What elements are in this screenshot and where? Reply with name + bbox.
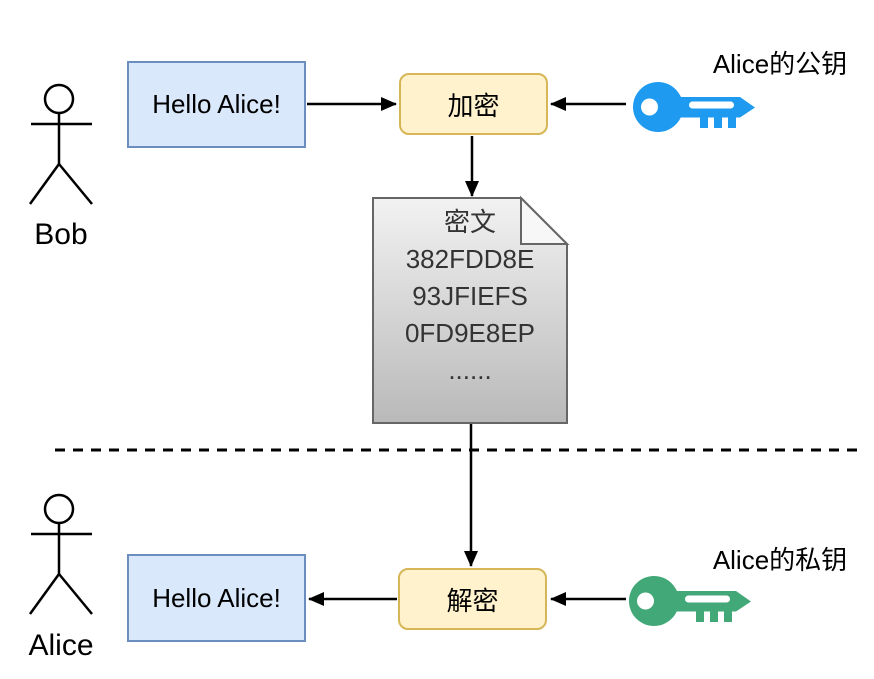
private-key-shape <box>629 576 751 626</box>
sender-name-label: Bob <box>34 218 88 251</box>
receiver-name-label: Alice <box>28 629 94 662</box>
document-fold-corner <box>520 195 570 245</box>
plaintext-text-bottom: Hello Alice! <box>152 582 281 613</box>
ciphertext-title: 密文 <box>443 207 496 237</box>
decrypt-label: 解密 <box>446 585 499 616</box>
ciphertext-line: 382FDD8E <box>405 244 535 274</box>
ciphertext-line: 93JFIEFS <box>412 281 528 311</box>
sender-stick-figure-icon <box>28 83 93 205</box>
receiver-stick-figure-icon <box>28 493 93 615</box>
private-key-icon <box>629 576 751 626</box>
encrypt-box: 加密 <box>399 73 548 135</box>
ciphertext-text-block: 密文 382FDD8E 93JFIEFS 0FD9E8EP ...... <box>375 204 565 389</box>
public-key-icon <box>633 82 755 132</box>
ciphertext-document-icon <box>372 197 568 424</box>
public-key-shape <box>633 82 755 132</box>
ciphertext-line: 0FD9E8EP <box>404 318 536 348</box>
plaintext-box-bottom: Hello Alice! <box>127 554 306 642</box>
public-key-label: Alice的公钥 <box>712 49 848 79</box>
plaintext-box-top: Hello Alice! <box>127 61 306 148</box>
decrypt-box: 解密 <box>398 568 547 630</box>
encrypt-label: 加密 <box>447 90 500 121</box>
plaintext-text-top: Hello Alice! <box>152 89 281 119</box>
ciphertext-line: ...... <box>448 355 492 385</box>
private-key-label: Alice的私钥 <box>712 545 848 575</box>
